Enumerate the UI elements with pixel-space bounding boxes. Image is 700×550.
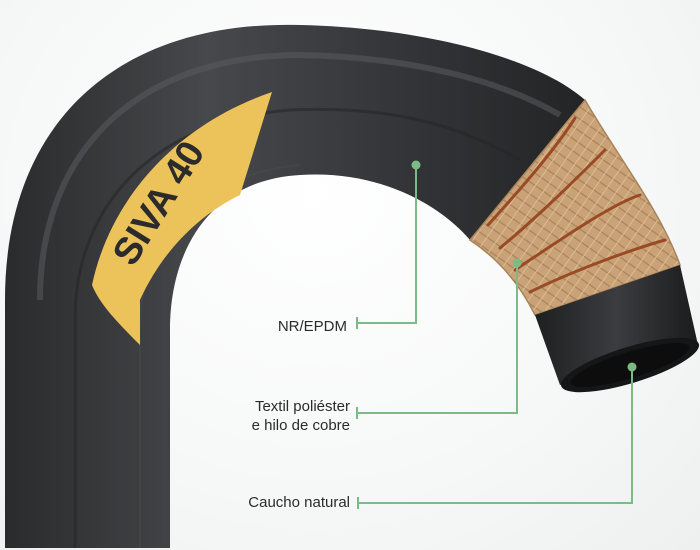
callout-label-nr-epdm: NR/EPDM xyxy=(278,317,347,336)
callout-label-caucho: Caucho natural xyxy=(248,493,350,512)
callout-text: NR/EPDM xyxy=(277,318,347,335)
leader-nr-epdm xyxy=(357,165,417,324)
callout-label-textil: Textil poliéster e hilo de cobre xyxy=(252,397,350,435)
dot-nr-epdm xyxy=(411,160,421,170)
callout-dots xyxy=(411,160,637,372)
leader-textil xyxy=(357,263,518,414)
copper-wire xyxy=(486,116,667,294)
leader-caucho xyxy=(358,367,633,504)
hose-body xyxy=(5,24,585,548)
callout-text-line-1: Textil poliéster xyxy=(254,398,350,415)
callout-leaders xyxy=(356,165,633,509)
textile-reinforcement-layer xyxy=(468,98,681,316)
callout-text: Caucho natural xyxy=(248,494,350,511)
dot-textil xyxy=(512,258,522,268)
dot-caucho xyxy=(627,362,637,372)
callout-text-line-2: e hilo de cobre xyxy=(251,417,350,434)
